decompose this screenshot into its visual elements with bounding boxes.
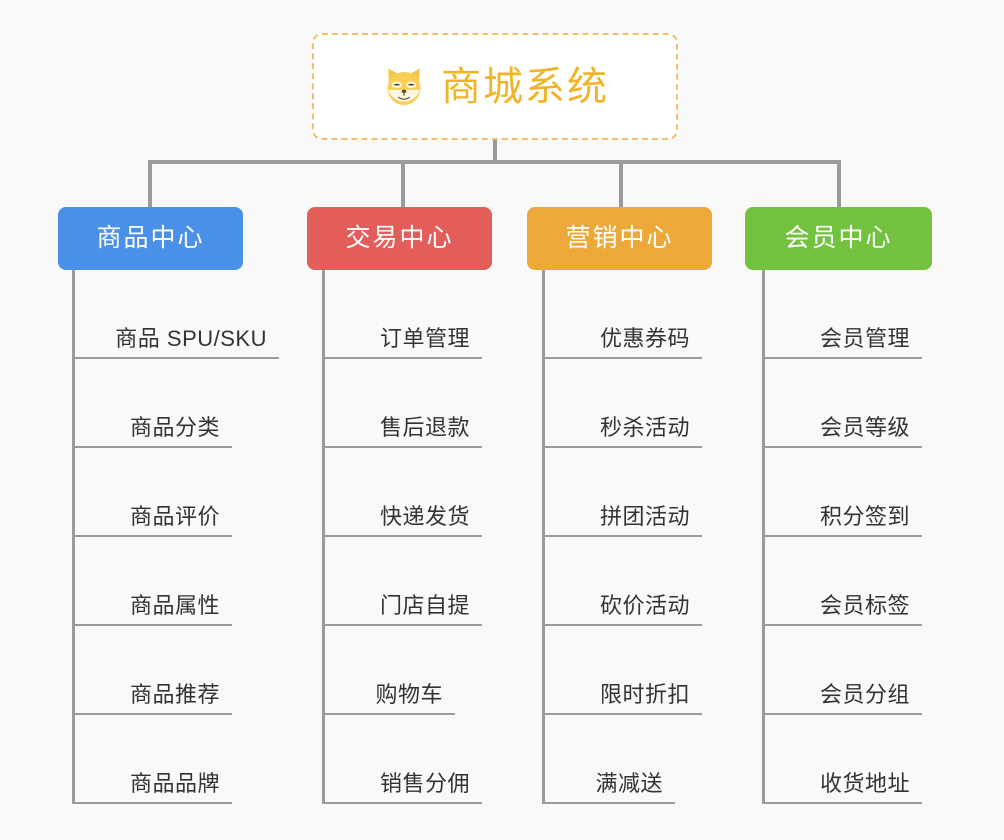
leaf-label: 会员标签 [819,592,910,618]
leaf-label: 订单管理 [379,325,470,351]
leaf-underline: 满减送 [542,770,675,804]
list-item[interactable]: 砍价活动 [542,537,702,626]
list-item[interactable]: 订单管理 [322,270,482,359]
list-item[interactable]: 销售分佣 [322,715,482,804]
leaf-list: 商品 SPU/SKU 商品分类 商品评价 商品属性 商品推荐 [72,270,279,804]
leaf-label: 砍价活动 [599,592,690,618]
connector-drop-marketing-center [619,160,623,207]
list-item[interactable]: 快递发货 [322,448,482,537]
leaf-underline: 商品推荐 [72,681,232,715]
list-item[interactable]: 会员标签 [762,537,922,626]
list-item[interactable]: 商品评价 [72,448,279,537]
root-node-content: 商城系统 [381,64,609,110]
list-item[interactable]: 会员分组 [762,626,922,715]
leaf-label: 会员管理 [819,325,910,351]
list-item[interactable]: 售后退款 [322,359,482,448]
leaf-underline: 会员标签 [762,592,922,626]
leaf-underline: 商品分类 [72,414,232,448]
leaf-spine [542,270,545,804]
list-item[interactable]: 会员等级 [762,359,922,448]
list-item[interactable]: 会员管理 [762,270,922,359]
leaf-underline: 订单管理 [322,325,482,359]
leaf-label: 限时折扣 [599,681,690,707]
leaf-label: 商品分类 [129,414,220,440]
list-item[interactable]: 收货地址 [762,715,922,804]
leaf-underline: 会员分组 [762,681,922,715]
leaf-underline: 会员等级 [762,414,922,448]
root-node-shop-system[interactable]: 商城系统 [312,33,678,140]
leaf-underline: 快递发货 [322,503,482,537]
leaf-list: 会员管理 会员等级 积分签到 会员标签 会员分组 [762,270,922,804]
leaf-spine [762,270,765,804]
shiba-dog-icon [381,64,427,110]
branch-header-member-center[interactable]: 会员中心 [745,207,932,270]
list-item[interactable]: 限时折扣 [542,626,702,715]
leaf-underline: 商品属性 [72,592,232,626]
list-item[interactable]: 积分签到 [762,448,922,537]
leaf-underline: 商品评价 [72,503,232,537]
leaf-underline: 积分签到 [762,503,922,537]
leaf-spine [72,270,75,804]
leaf-underline: 砍价活动 [542,592,702,626]
leaf-list: 优惠券码 秒杀活动 拼团活动 砍价活动 限时折扣 [542,270,702,804]
branch-header-marketing-center[interactable]: 营销中心 [527,207,712,270]
list-item[interactable]: 商品分类 [72,359,279,448]
leaf-label: 购物车 [375,681,443,707]
leaf-underline: 限时折扣 [542,681,702,715]
leaf-spine [322,270,325,804]
list-item[interactable]: 拼团活动 [542,448,702,537]
list-item[interactable]: 商品品牌 [72,715,279,804]
leaf-underline: 购物车 [322,681,455,715]
list-item[interactable]: 商品推荐 [72,626,279,715]
branch-header-label: 商品中心 [96,224,205,252]
list-item[interactable]: 满减送 [542,715,702,804]
branch-header-label: 交易中心 [345,224,454,252]
leaf-label: 快递发货 [379,503,470,529]
leaf-underline: 优惠券码 [542,325,702,359]
leaf-underline: 销售分佣 [322,770,482,804]
leaf-label: 会员分组 [819,681,910,707]
leaf-label: 优惠券码 [599,325,690,351]
leaf-label: 门店自提 [379,592,470,618]
leaf-underline: 商品 SPU/SKU [72,325,279,359]
list-item[interactable]: 商品属性 [72,537,279,626]
leaf-underline: 门店自提 [322,592,482,626]
connector-drop-member-center [837,160,841,207]
leaf-label: 秒杀活动 [599,414,690,440]
leaf-underline: 售后退款 [322,414,482,448]
root-title-label: 商城系统 [441,64,609,109]
leaf-underline: 秒杀活动 [542,414,702,448]
branch-header-product-center[interactable]: 商品中心 [58,207,243,270]
leaf-label: 售后退款 [379,414,470,440]
list-item[interactable]: 秒杀活动 [542,359,702,448]
leaf-label: 满减送 [595,770,663,796]
connector-horizontal-bus [150,160,841,164]
list-item[interactable]: 优惠券码 [542,270,702,359]
leaf-label: 商品品牌 [129,770,220,796]
leaf-label: 商品推荐 [129,681,220,707]
leaf-label: 收货地址 [819,770,910,796]
list-item[interactable]: 门店自提 [322,537,482,626]
leaf-underline: 拼团活动 [542,503,702,537]
leaf-list: 订单管理 售后退款 快递发货 门店自提 购物车 [322,270,482,804]
branch-header-label: 会员中心 [784,224,893,252]
connector-root-stem [493,140,497,163]
connector-drop-product-center [148,160,152,207]
leaf-label: 商品 SPU/SKU [115,325,267,351]
branch-header-label: 营销中心 [565,224,674,252]
list-item[interactable]: 购物车 [322,626,482,715]
leaf-label: 商品属性 [129,592,220,618]
leaf-label: 拼团活动 [599,503,690,529]
leaf-label: 积分签到 [819,503,910,529]
leaf-label: 商品评价 [129,503,220,529]
leaf-underline: 商品品牌 [72,770,232,804]
leaf-underline: 收货地址 [762,770,922,804]
branch-header-trade-center[interactable]: 交易中心 [307,207,492,270]
leaf-label: 销售分佣 [379,770,470,796]
connector-drop-trade-center [401,160,405,207]
leaf-underline: 会员管理 [762,325,922,359]
list-item[interactable]: 商品 SPU/SKU [72,270,279,359]
leaf-label: 会员等级 [819,414,910,440]
